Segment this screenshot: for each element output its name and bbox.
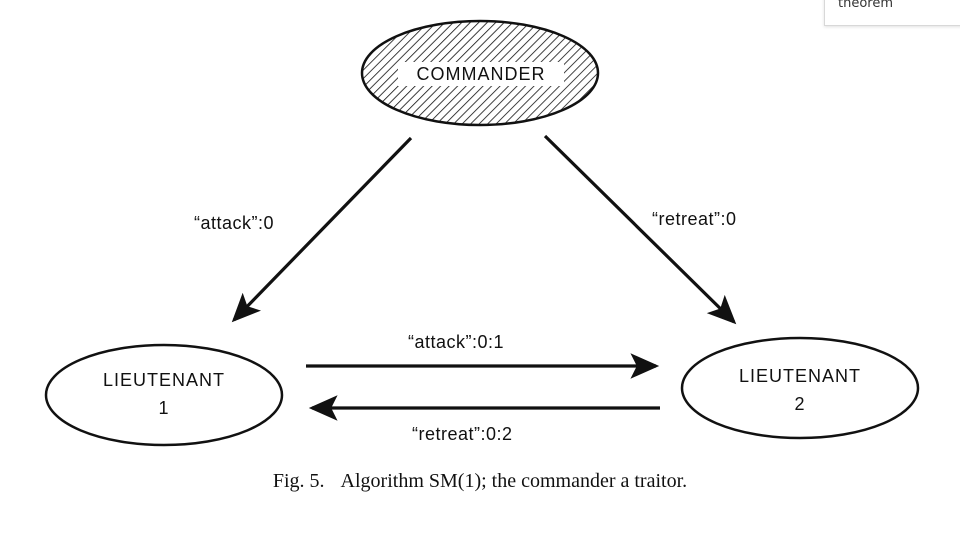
lieutenant-1-node: LIEUTENANT 1 (44, 343, 284, 447)
lieutenant-2-number: 2 (794, 394, 805, 414)
figure-number: Fig. 5. (272, 470, 325, 492)
edge-label-retreat-0-2: “retreat”:0:2 (412, 424, 513, 444)
commander-label: COMMANDER (417, 64, 546, 84)
edge-commander-to-lieutenant-1 (231, 136, 413, 323)
lieutenant-2-node: LIEUTENANT 2 (680, 336, 920, 440)
figure-caption-text: Algorithm SM(1); the commander a traitor… (340, 470, 688, 492)
tooltip-text: theorem (838, 0, 894, 11)
lieutenant-1-number: 1 (158, 398, 169, 418)
edge-label-attack-0: “attack”:0 (194, 213, 274, 233)
lieutenant-2-label: LIEUTENANT (739, 366, 861, 386)
edge-label-retreat-0: “retreat”:0 (652, 209, 737, 229)
figure-caption: Fig. 5. Algorithm SM(1); the commander a … (0, 470, 960, 493)
tooltip-popup: theorem (824, 0, 960, 26)
edge-commander-to-lieutenant-2 (543, 134, 737, 325)
lieutenant-1-label: LIEUTENANT (103, 370, 225, 390)
edge-label-attack-0-1: “attack”:0:1 (408, 332, 504, 352)
commander-node: COMMANDER (360, 19, 600, 127)
